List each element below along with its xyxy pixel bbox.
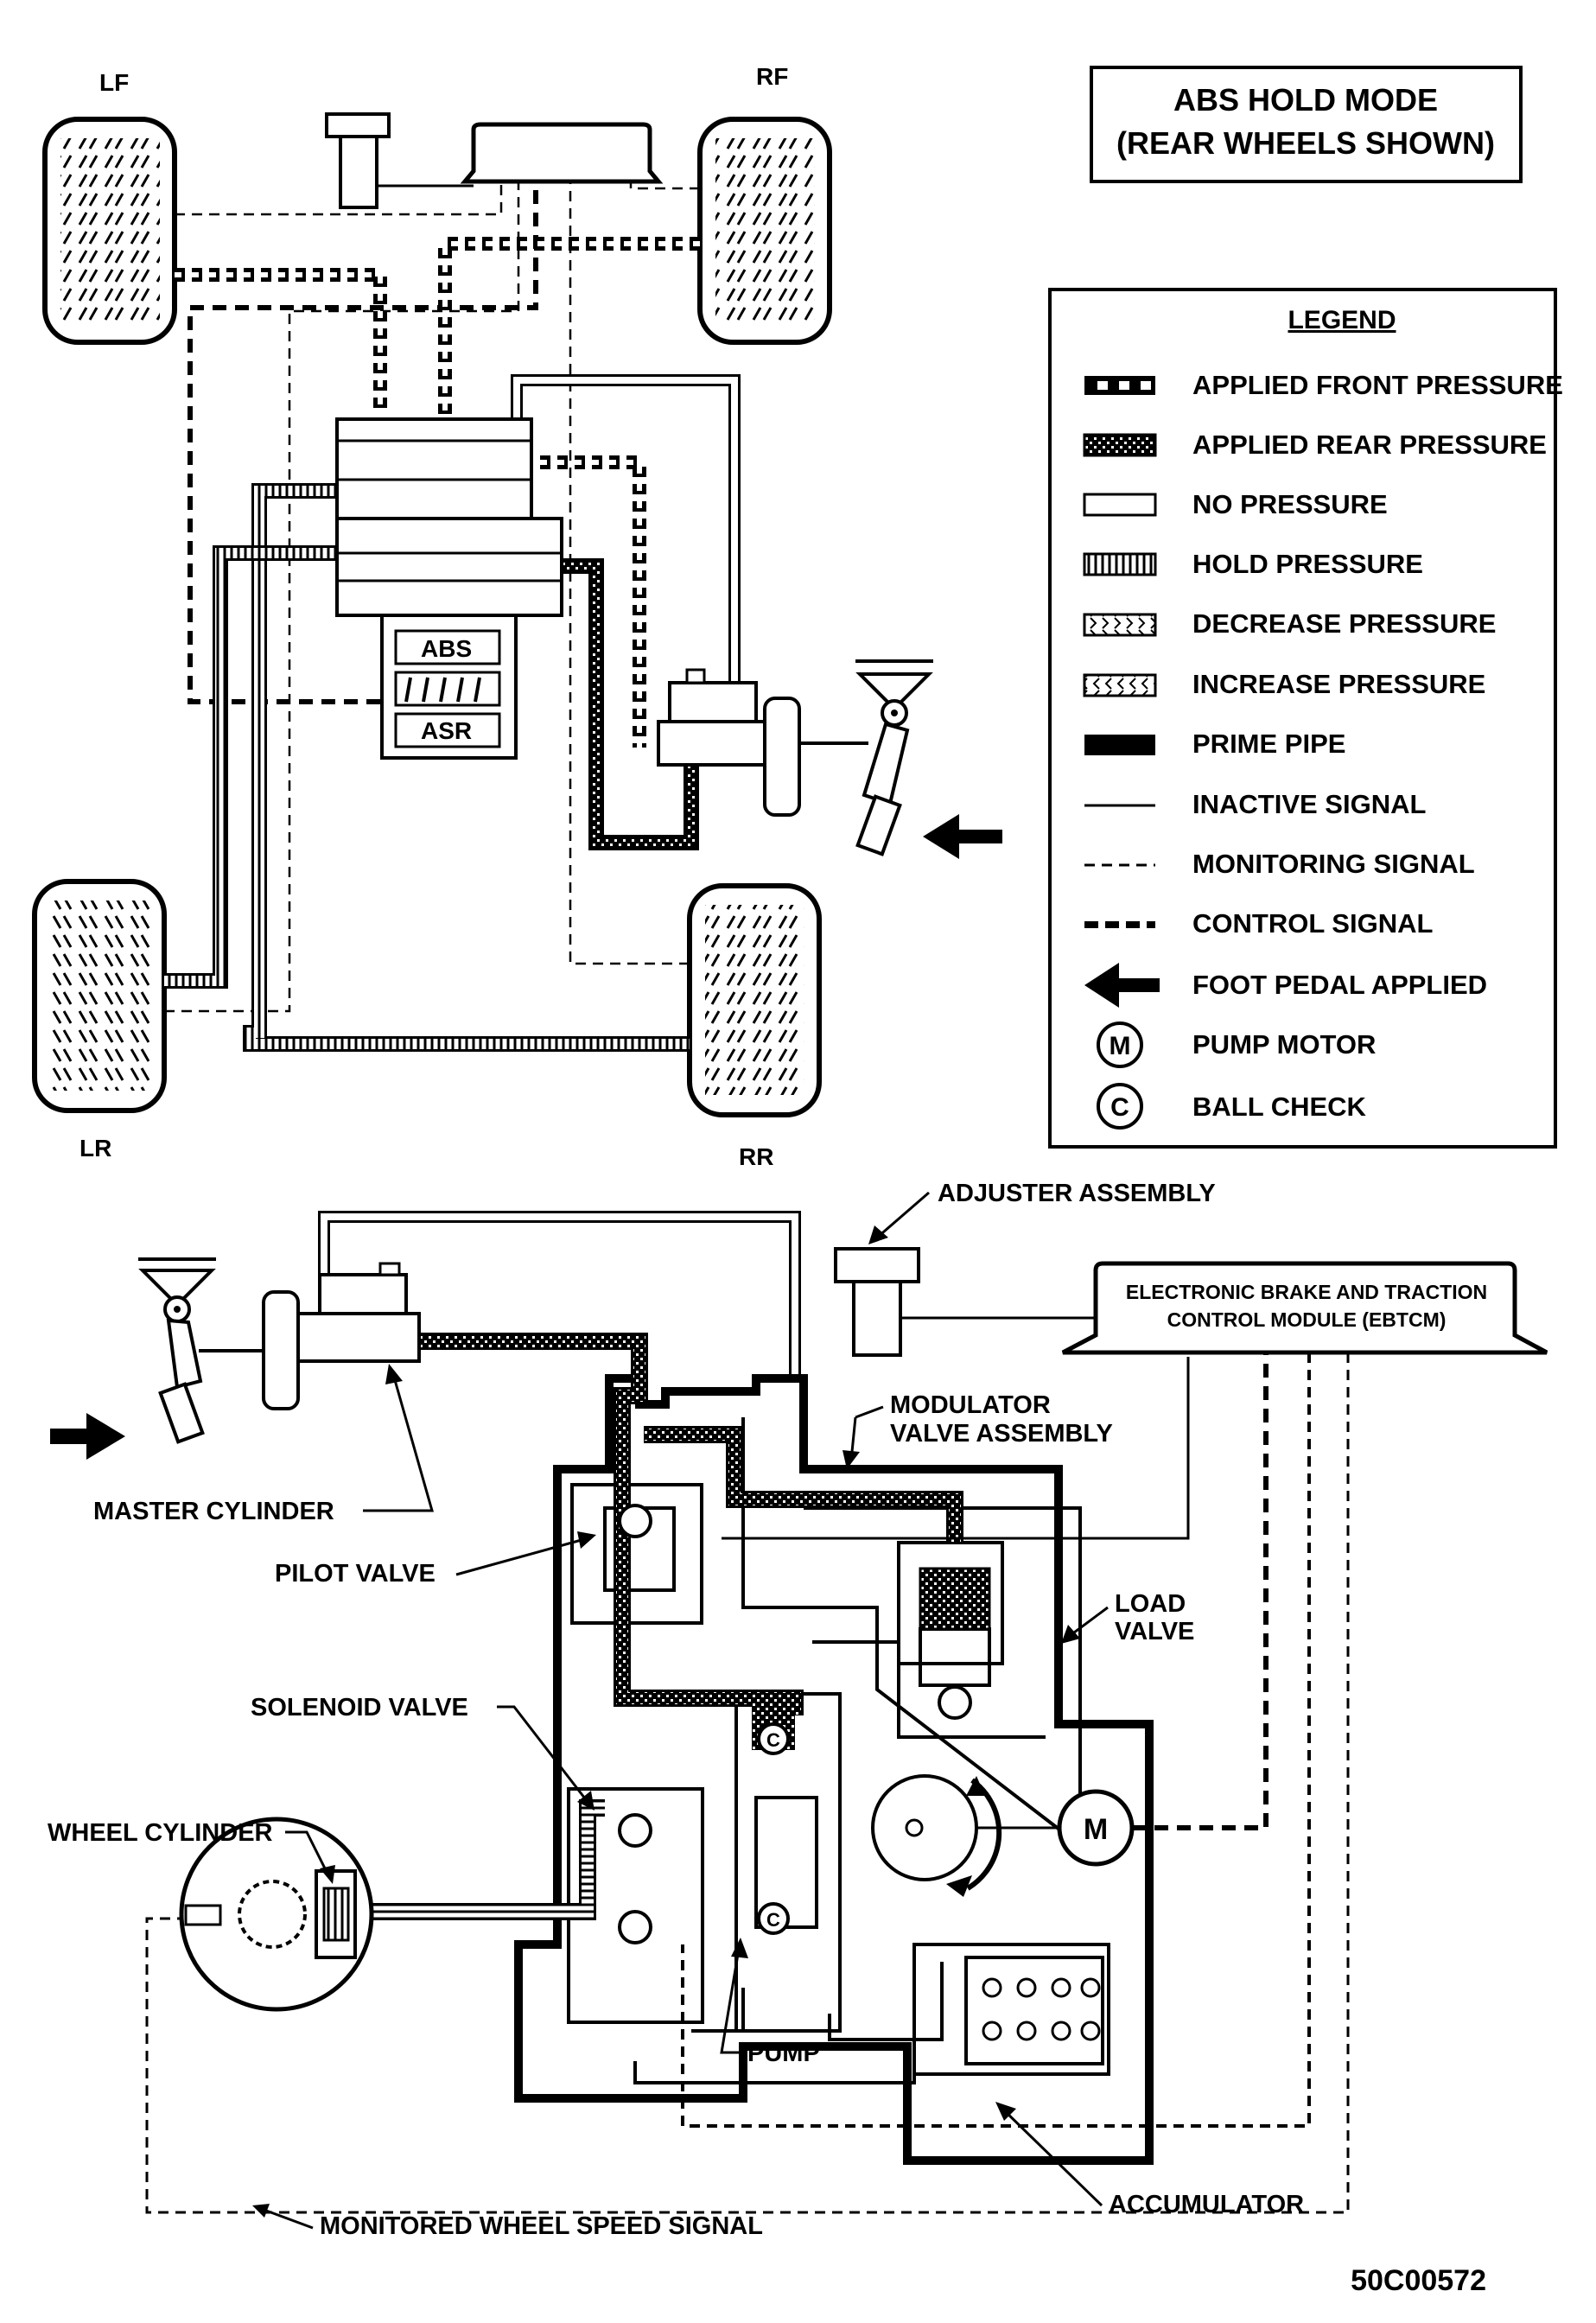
monitoring-signals-top bbox=[164, 181, 700, 1013]
adjuster-assembly-top bbox=[325, 112, 391, 209]
pump-motor: M bbox=[1057, 1789, 1135, 1867]
pilot-valve-body bbox=[570, 1483, 703, 1625]
legend-label-applied-rear: APPLIED REAR PRESSURE bbox=[1192, 430, 1547, 460]
wheel-label-lf: LF bbox=[99, 69, 129, 96]
label-solenoid-valve: SOLENOID VALVE bbox=[251, 1694, 468, 1722]
ball-check-lower-symbol: C bbox=[766, 1909, 780, 1931]
solenoid-valve-ball-lower bbox=[618, 1910, 652, 1944]
legend-swatch-no-pressure bbox=[1083, 493, 1157, 517]
ebtcm-bottom bbox=[1061, 1261, 1548, 1355]
ball-check-upper-symbol: C bbox=[766, 1729, 780, 1751]
title-line-1: ABS HOLD MODE bbox=[1173, 82, 1438, 118]
legend-swatch-prime bbox=[1084, 735, 1155, 755]
wheel-cylinder bbox=[315, 1869, 357, 1959]
abs-module-label: ABS bbox=[421, 635, 472, 662]
legend-swatch-applied-rear bbox=[1083, 433, 1157, 457]
figure-id: 50C00572 bbox=[1351, 2264, 1486, 2297]
legend: LEGEND M C APPLIED FRONT PRESSURE APPLIE… bbox=[1048, 288, 1563, 1149]
brake-pedal-bottom bbox=[138, 1257, 216, 1444]
hold-pressure-lines bbox=[164, 483, 690, 1052]
label-ebtcm-line-2: CONTROL MODULE (EBTCM) bbox=[1167, 1308, 1447, 1331]
legend-label-monitoring: MONITORING SIGNAL bbox=[1192, 849, 1475, 879]
label-monitored-wheel-speed-signal: MONITORED WHEEL SPEED SIGNAL bbox=[320, 2212, 763, 2240]
label-modulator-line-2: VALVE ASSEMBLY bbox=[890, 1420, 1113, 1448]
hydraulic-detail-view: M C bbox=[50, 1211, 1548, 2214]
wheel-lr bbox=[32, 879, 167, 1113]
label-pump: PUMP bbox=[747, 2040, 820, 2067]
legend-swatch-ball-check: C bbox=[1097, 1083, 1143, 1130]
legend-swatch-hold bbox=[1083, 552, 1157, 576]
legend-ball-check-symbol: C bbox=[1110, 1093, 1129, 1122]
title-line-2: (REAR WHEELS SHOWN) bbox=[1116, 125, 1495, 161]
legend-label-no-pressure: NO PRESSURE bbox=[1192, 489, 1388, 519]
label-adjuster-assembly: ADJUSTER ASSEMBLY bbox=[938, 1180, 1216, 1207]
legend-swatch-decrease bbox=[1083, 613, 1157, 637]
ball-check-lower: C bbox=[757, 1902, 790, 1935]
legend-swatch-increase bbox=[1083, 673, 1157, 697]
legend-swatch-applied-front bbox=[1084, 376, 1155, 395]
legend-heading: LEGEND bbox=[1288, 306, 1396, 334]
modulator-housing bbox=[514, 1374, 1154, 2165]
solenoid-valve-ball-upper bbox=[618, 1813, 652, 1848]
vehicle-system-view: LF RF LR RR bbox=[32, 63, 1002, 1170]
legend-label-hold: HOLD PRESSURE bbox=[1192, 549, 1423, 579]
ball-check-upper: C bbox=[757, 1722, 790, 1755]
modulator-block-top bbox=[335, 417, 563, 760]
label-accumulator: ACCUMULATOR bbox=[1109, 2191, 1304, 2218]
wheel-label-lr: LR bbox=[79, 1135, 111, 1162]
legend-label-inactive: INACTIVE SIGNAL bbox=[1192, 789, 1426, 819]
master-cylinder-bottom bbox=[199, 1262, 421, 1410]
legend-label-control: CONTROL SIGNAL bbox=[1192, 908, 1433, 939]
pump-cam bbox=[871, 1774, 1002, 1897]
legend-motor-symbol: M bbox=[1110, 1032, 1131, 1060]
ebtcm-top bbox=[460, 122, 664, 184]
wheel-lf bbox=[42, 117, 177, 345]
pump-motor-symbol: M bbox=[1084, 1813, 1108, 1846]
callouts: ADJUSTER ASSEMBLY ELECTRONIC BRAKE AND T… bbox=[48, 1180, 1487, 2240]
legend-label-ball-check: BALL CHECK bbox=[1192, 1091, 1367, 1122]
asr-module-label: ASR bbox=[421, 717, 472, 744]
label-ebtcm-line-1: ELECTRONIC BRAKE AND TRACTION bbox=[1126, 1281, 1487, 1303]
wheel-label-rr: RR bbox=[739, 1143, 773, 1170]
foot-pedal-arrow-bottom bbox=[50, 1413, 125, 1460]
label-modulator-line-1: MODULATOR bbox=[890, 1391, 1051, 1419]
hold-pressure-path bbox=[354, 1799, 605, 1920]
label-load-valve-line-1: LOAD bbox=[1115, 1590, 1186, 1618]
legend-label-decrease: DECREASE PRESSURE bbox=[1192, 608, 1496, 639]
legend-label-increase: INCREASE PRESSURE bbox=[1192, 669, 1485, 699]
load-valve-ball bbox=[938, 1685, 972, 1720]
label-pilot-valve: PILOT VALVE bbox=[275, 1560, 436, 1588]
rear-pressure-line-top bbox=[562, 558, 699, 850]
legend-label-foot-pedal: FOOT PEDAL APPLIED bbox=[1192, 970, 1487, 1000]
foot-pedal-arrow-top bbox=[923, 814, 1002, 859]
pilot-valve-ball bbox=[618, 1504, 652, 1538]
legend-label-applied-front: APPLIED FRONT PRESSURE bbox=[1192, 370, 1563, 400]
accumulator-holes bbox=[982, 1977, 1101, 2041]
legend-swatch-pump-motor: M bbox=[1097, 1021, 1143, 1068]
label-master-cylinder: MASTER CYLINDER bbox=[93, 1498, 334, 1525]
title-box: ABS HOLD MODE (REAR WHEELS SHOWN) bbox=[1090, 66, 1523, 183]
wheel-speed-signal-line bbox=[145, 1352, 1350, 2214]
adjuster-assembly-bottom bbox=[834, 1247, 920, 1357]
motor-control-signal bbox=[1132, 1352, 1269, 1830]
wheel-label-rf: RF bbox=[756, 63, 788, 90]
wheel-rf bbox=[697, 117, 832, 345]
accumulator-body bbox=[912, 1943, 1110, 2076]
control-signals-top bbox=[188, 181, 538, 704]
legend-swatch-foot-pedal-arrow bbox=[1084, 963, 1160, 1008]
wheel-rr bbox=[687, 883, 822, 1117]
brake-pedal-top bbox=[855, 659, 933, 856]
label-wheel-cylinder: WHEEL CYLINDER bbox=[48, 1819, 273, 1847]
label-load-valve-line-2: VALVE bbox=[1115, 1618, 1194, 1645]
legend-label-pump-motor: PUMP MOTOR bbox=[1192, 1029, 1376, 1060]
legend-label-prime: PRIME PIPE bbox=[1192, 729, 1345, 759]
master-cylinder-top bbox=[657, 668, 868, 817]
